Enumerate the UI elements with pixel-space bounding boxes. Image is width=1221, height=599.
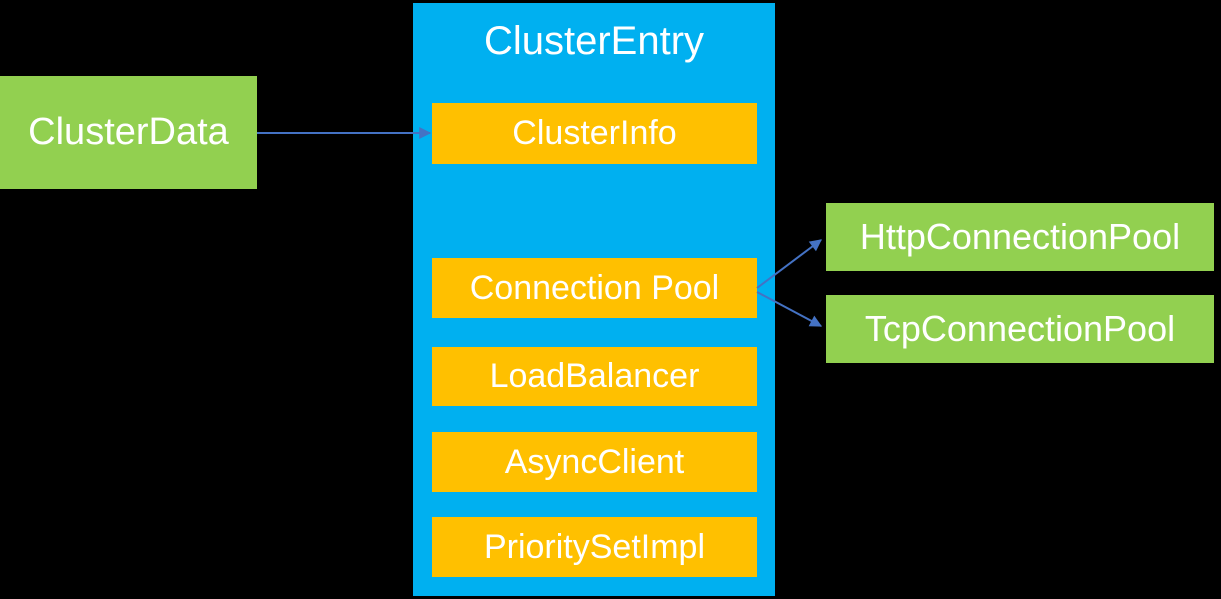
node-clusterdata: ClusterData xyxy=(0,76,257,189)
node-asyncclient: AsyncClient xyxy=(432,432,757,492)
clusterentry-title: ClusterEntry xyxy=(483,19,705,63)
node-clusterinfo: ClusterInfo xyxy=(432,103,757,164)
node-prioritysetimpl: PrioritySetImpl xyxy=(432,517,757,577)
node-httpconnectionpool: HttpConnectionPool xyxy=(826,203,1214,271)
node-connection-pool: Connection Pool xyxy=(432,258,757,318)
node-tcpconnectionpool: TcpConnectionPool xyxy=(826,295,1214,363)
node-clusterentry: ClusterEntry ClusterInfo Connection Pool… xyxy=(413,3,775,596)
node-loadbalancer: LoadBalancer xyxy=(432,347,757,406)
